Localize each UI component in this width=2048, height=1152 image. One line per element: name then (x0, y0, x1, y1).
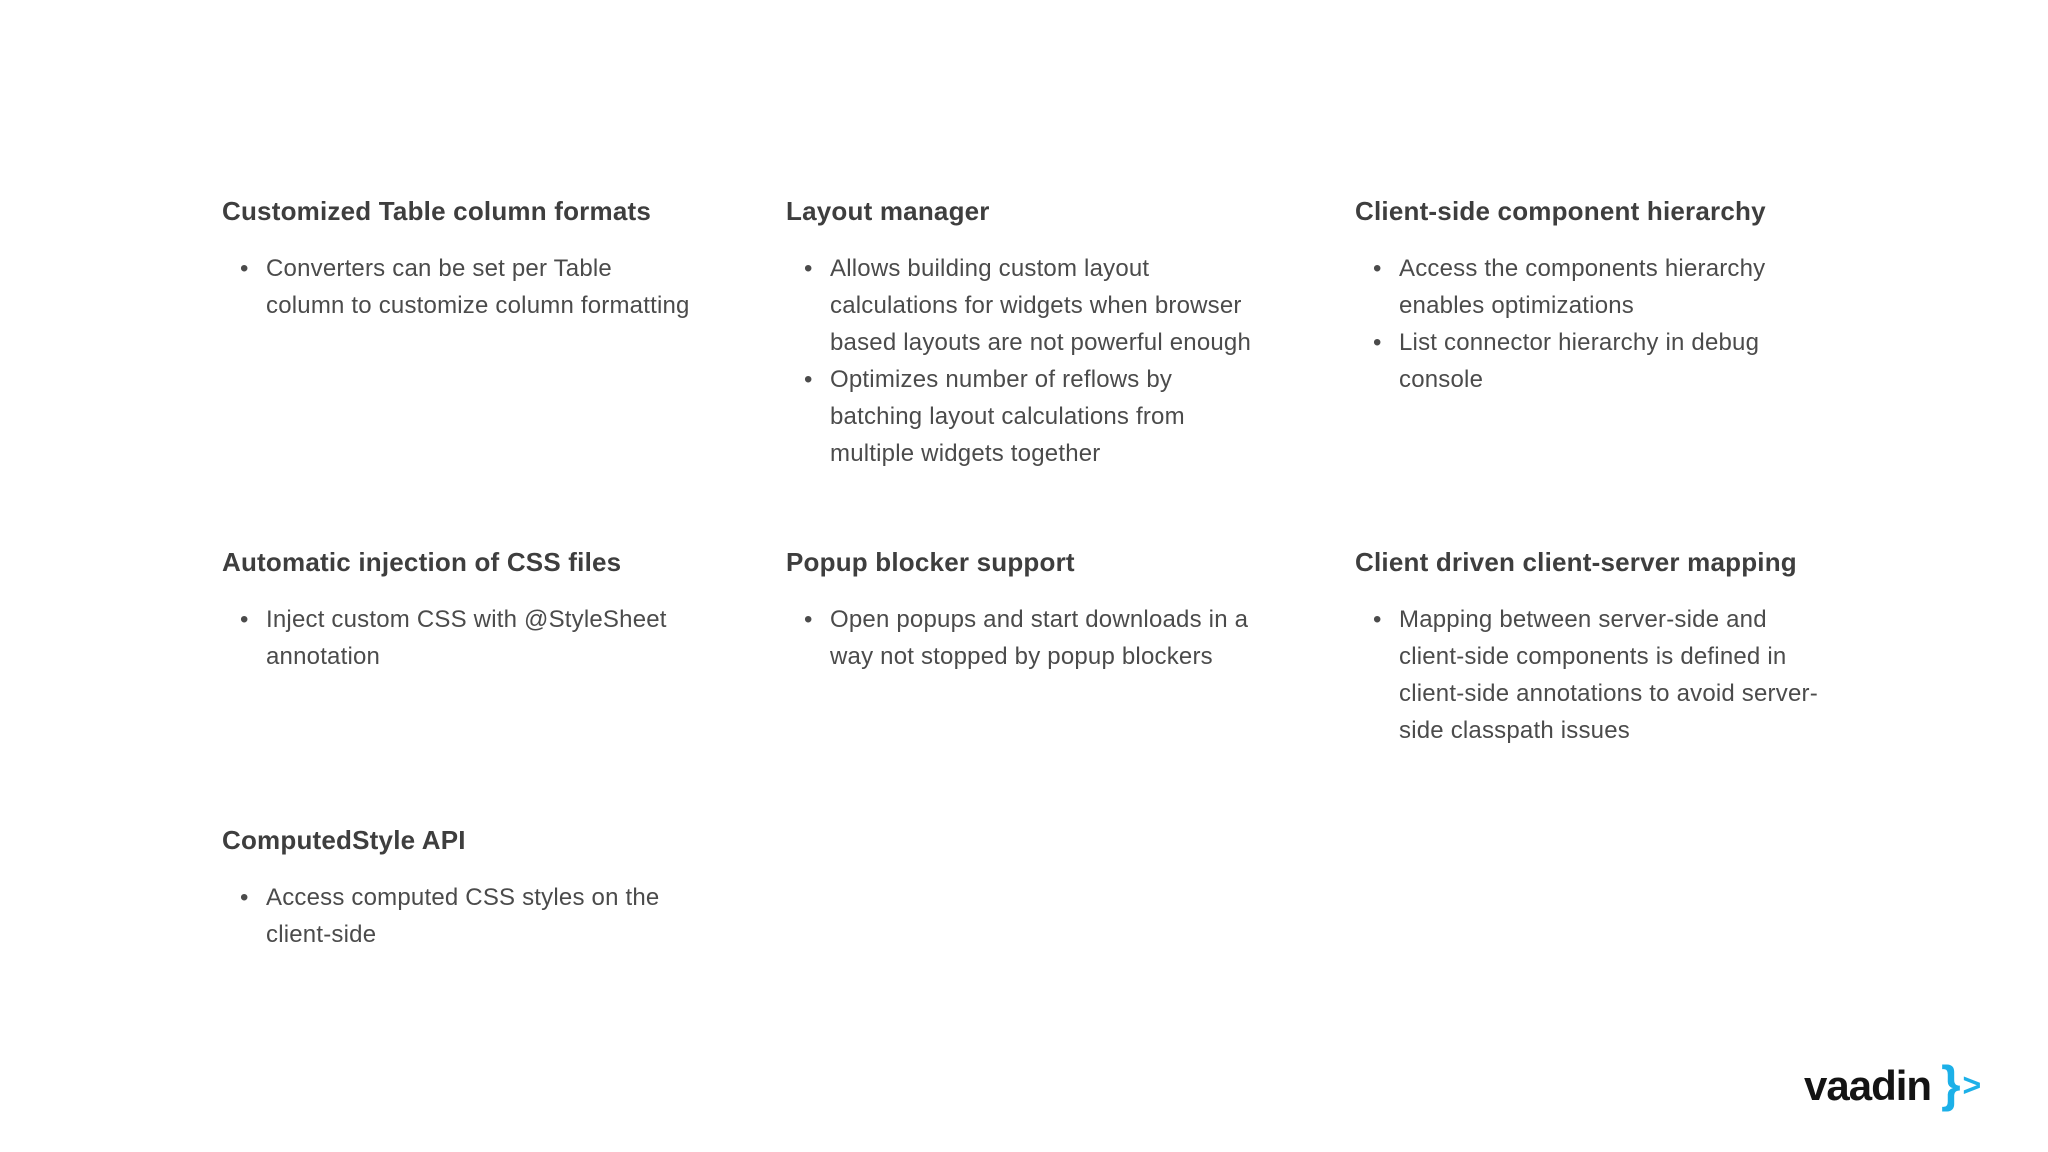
feature-bullet: Open popups and start downloads in a way… (830, 606, 1249, 670)
feature-bullet-list: • Mapping between server-side and client-… (1355, 601, 1900, 749)
feature-title: Client driven client-server mapping (1355, 547, 1797, 577)
feature-block-css-injection: Automatic injection of CSS files • Inject… (222, 546, 767, 675)
list-item: • Inject custom CSS with @StyleSheet anno… (222, 601, 767, 675)
feature-title: Layout manager (786, 196, 990, 226)
list-item: • Open popups and start downloads in a wa… (786, 601, 1331, 675)
bullet-marker-icon: • (804, 255, 813, 282)
feature-title: Customized Table column formats (222, 196, 651, 226)
feature-bullet-list: • Access computed CSS styles on the clien… (222, 879, 767, 953)
bullet-marker-icon: • (1373, 329, 1382, 356)
feature-bullet-list: • Inject custom CSS with @StyleSheet anno… (222, 601, 767, 675)
bullet-marker-icon: • (1373, 255, 1382, 282)
feature-bullet: Access computed CSS styles on the client… (266, 884, 660, 948)
vaadin-logo-wordmark: vaadin (1804, 1062, 1932, 1109)
bullet-marker-icon: • (804, 366, 813, 393)
list-item: • Converters can be set per Table column … (222, 250, 767, 324)
feature-block-client-side-hierarchy: Client-side component hierarchy • Access … (1355, 195, 1900, 398)
vaadin-logo: vaadin } > (1804, 1058, 1981, 1114)
feature-bullet: Optimizes number of reflows by batching … (830, 366, 1185, 467)
bullet-marker-icon: • (240, 606, 249, 633)
list-item: • Optimizes number of reflows by batching… (786, 361, 1331, 472)
feature-bullet: Inject custom CSS with @StyleSheet annot… (266, 606, 667, 670)
list-item: • Access computed CSS styles on the clien… (222, 879, 767, 953)
feature-bullet: List connector hierarchy in debug consol… (1399, 329, 1760, 393)
feature-block-client-server-mapping: Client driven client-server mapping • Map… (1355, 546, 1900, 749)
list-item: • Mapping between server-side and client-… (1355, 601, 1900, 749)
feature-block-popup-blocker: Popup blocker support • Open popups and s… (786, 546, 1331, 675)
feature-bullet: Mapping between server-side and client-s… (1399, 606, 1818, 744)
feature-bullet: Converters can be set per Table column t… (266, 255, 690, 319)
vaadin-logo-arrow-icon: > (1962, 1067, 1982, 1103)
bullet-marker-icon: • (1373, 606, 1382, 633)
feature-title: ComputedStyle API (222, 825, 466, 855)
feature-title: Client-side component hierarchy (1355, 196, 1766, 226)
feature-title: Popup blocker support (786, 547, 1075, 577)
feature-block-layout-manager: Layout manager • Allows building custom l… (786, 195, 1331, 472)
feature-bullet: Allows building custom layout calculatio… (830, 255, 1252, 356)
bullet-marker-icon: • (804, 606, 813, 633)
feature-bullet-list: • Converters can be set per Table column … (222, 250, 767, 324)
feature-bullet-list: • Access the components hierarchy enables… (1355, 250, 1900, 398)
bullet-marker-icon: • (240, 884, 249, 911)
list-item: • Access the components hierarchy enables… (1355, 250, 1900, 324)
vaadin-logo-brace-icon: } (1941, 1056, 1961, 1112)
bullet-marker-icon: • (240, 255, 249, 282)
list-item: • List connector hierarchy in debug conso… (1355, 324, 1900, 398)
feature-block-computedstyle-api: ComputedStyle API • Access computed CSS s… (222, 824, 767, 953)
feature-bullet: Access the components hierarchy enables … (1399, 255, 1766, 319)
feature-block-customized-table: Customized Table column formats • Convert… (222, 195, 767, 324)
feature-bullet-list: • Open popups and start downloads in a wa… (786, 601, 1331, 675)
list-item: • Allows building custom layout calculati… (786, 250, 1331, 361)
feature-title: Automatic injection of CSS files (222, 547, 622, 577)
feature-bullet-list: • Allows building custom layout calculati… (786, 250, 1331, 472)
